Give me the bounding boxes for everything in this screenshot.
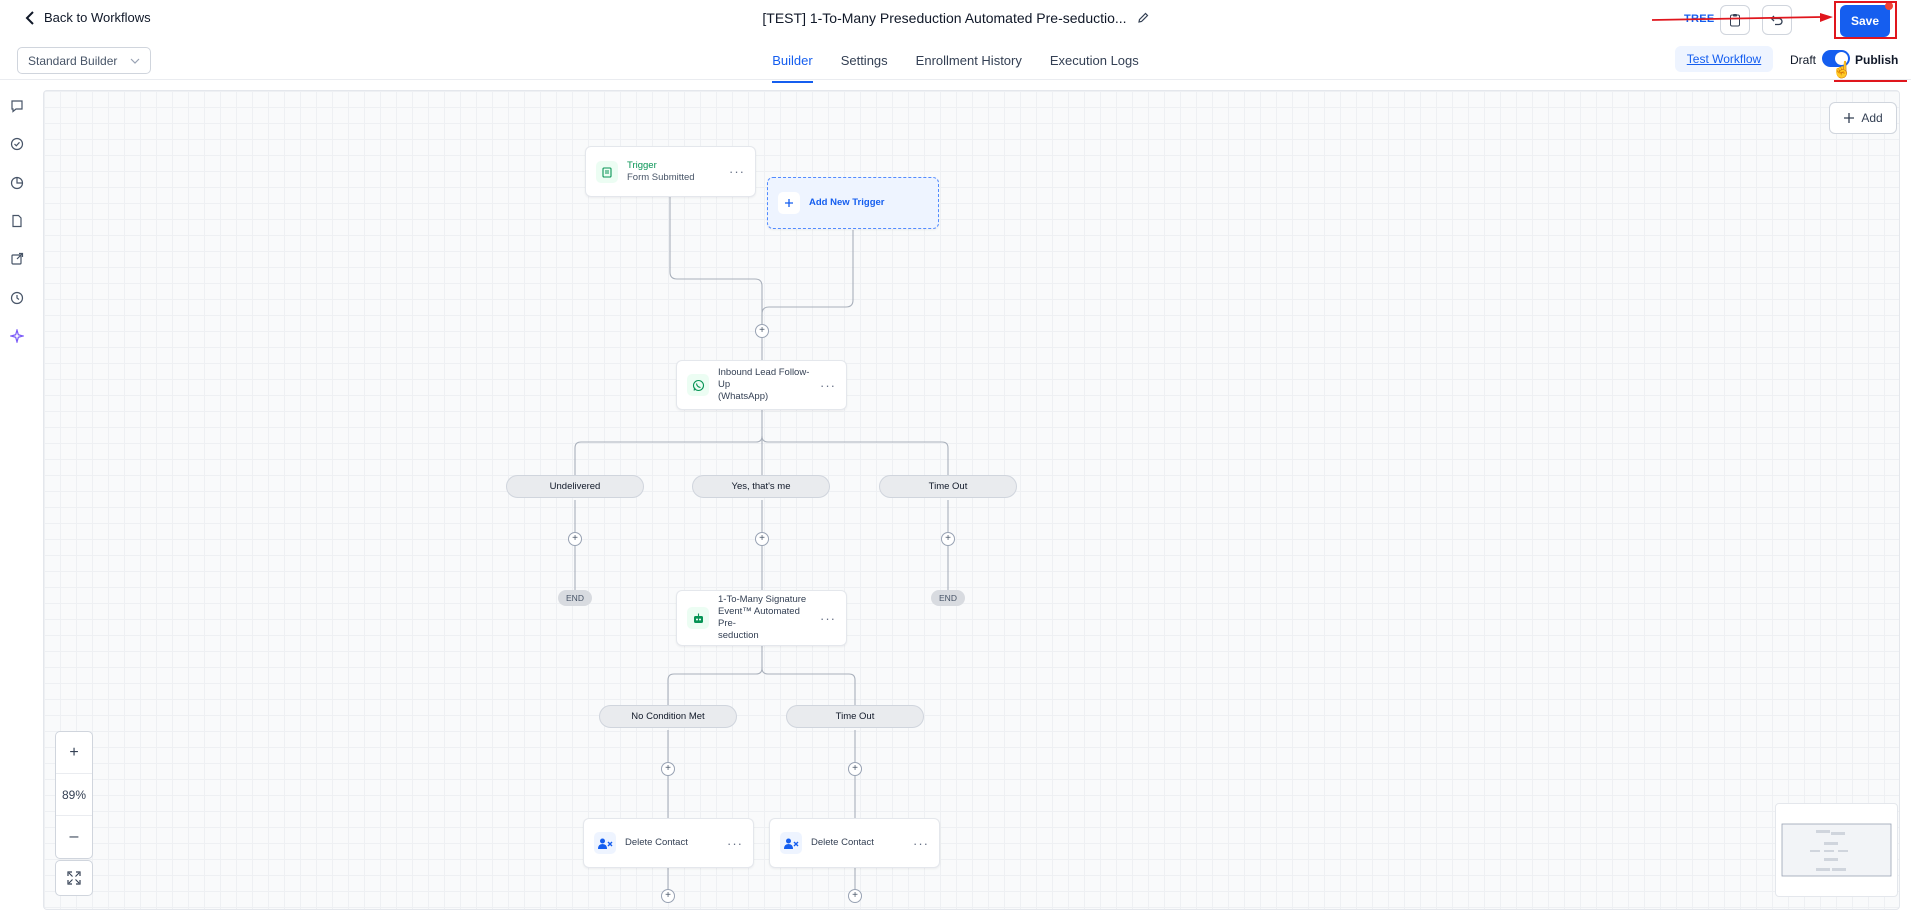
node-menu-icon[interactable]: ··· <box>729 164 745 179</box>
back-label: Back to Workflows <box>44 10 151 25</box>
minimap-preview <box>1781 823 1892 877</box>
action2-line1: 1-To-Many Signature <box>718 594 807 606</box>
insert-step-button[interactable]: + <box>755 532 769 546</box>
action2-line3: seduction <box>718 629 759 641</box>
delete-contact-label: Delete Contact <box>625 837 688 849</box>
left-toolbar <box>0 80 36 912</box>
zoom-out-button[interactable]: – <box>69 828 79 845</box>
builder-type-select[interactable]: Standard Builder <box>17 47 151 74</box>
end-badge: END <box>558 590 592 606</box>
zoom-in-button[interactable]: + <box>56 732 92 774</box>
trigger-subtitle: Form Submitted <box>627 171 695 183</box>
zoom-level: 89% <box>56 774 92 816</box>
check-circle-icon[interactable] <box>8 135 26 153</box>
add-node-button[interactable]: Add <box>1829 102 1897 134</box>
test-workflow-button[interactable]: Test Workflow <box>1675 46 1773 72</box>
pie-chart-icon[interactable] <box>8 174 26 192</box>
user-remove-icon <box>594 832 616 854</box>
add-new-trigger-node[interactable]: Add New Trigger <box>767 177 939 229</box>
insert-step-button[interactable]: + <box>848 762 862 776</box>
back-to-workflows-link[interactable]: Back to Workflows <box>24 10 151 25</box>
plus-icon <box>778 192 800 214</box>
save-button[interactable]: Save <box>1840 5 1890 37</box>
trigger-title: Trigger <box>627 159 657 171</box>
branch-no-condition-met[interactable]: No Condition Met <box>599 705 737 728</box>
branch-time-out[interactable]: Time Out <box>786 705 924 728</box>
whatsapp-icon <box>687 374 709 396</box>
history-icon[interactable] <box>8 289 26 307</box>
draft-label: Draft <box>1790 53 1817 67</box>
ai-bot-action-node[interactable]: 1-To-Many Signature Event™ Automated Pre… <box>676 590 847 646</box>
tab-builder[interactable]: Builder <box>772 53 813 83</box>
insert-step-button[interactable]: + <box>661 762 675 776</box>
chevron-left-icon <box>25 10 34 25</box>
clipboard-icon <box>596 160 618 183</box>
insert-step-button[interactable]: + <box>848 889 862 903</box>
insert-step-button[interactable]: + <box>661 889 675 903</box>
hand-cursor-icon: ☝ <box>1832 62 1852 79</box>
whatsapp-action-node[interactable]: Inbound Lead Follow-Up (WhatsApp) ··· <box>676 360 847 410</box>
user-remove-icon <box>780 832 802 854</box>
insert-step-button[interactable]: + <box>755 324 769 338</box>
comment-icon[interactable] <box>8 97 26 115</box>
workflow-canvas[interactable] <box>43 90 1900 910</box>
expand-icon <box>67 871 81 885</box>
tab-enrollment-history[interactable]: Enrollment History <box>915 53 1022 68</box>
node-menu-icon[interactable]: ··· <box>727 835 743 851</box>
workflow-title: [TEST] 1-To-Many Preseduction Automated … <box>762 10 1127 26</box>
sub-header <box>0 40 1911 80</box>
sparkle-ai-icon[interactable] <box>8 327 26 345</box>
fit-view-button[interactable] <box>55 860 93 896</box>
branch-undelivered[interactable]: Undelivered <box>506 475 644 498</box>
action2-line2: Event™ Automated Pre- <box>718 606 800 629</box>
node-menu-icon[interactable]: ··· <box>820 610 836 626</box>
document-icon[interactable] <box>8 212 26 230</box>
insert-step-button[interactable]: + <box>941 532 955 546</box>
end-badge: END <box>931 590 965 606</box>
delete-contact-node[interactable]: Delete Contact ··· <box>769 818 940 868</box>
minimap[interactable] <box>1775 803 1898 897</box>
delete-contact-label: Delete Contact <box>811 837 874 849</box>
node-menu-icon[interactable]: ··· <box>820 377 836 393</box>
external-link-icon[interactable] <box>8 250 26 268</box>
publish-toggle[interactable] <box>1822 50 1850 67</box>
delete-contact-node[interactable]: Delete Contact ··· <box>583 818 754 868</box>
tab-execution-logs[interactable]: Execution Logs <box>1049 53 1139 68</box>
pencil-icon[interactable] <box>1137 12 1149 24</box>
publish-label: Publish <box>1855 53 1899 67</box>
chevron-down-icon <box>130 58 140 64</box>
action1-line2: (WhatsApp) <box>718 390 769 402</box>
branch-time-out[interactable]: Time Out <box>879 475 1017 498</box>
node-menu-icon[interactable]: ··· <box>913 835 929 851</box>
add-trigger-label: Add New Trigger <box>809 197 885 209</box>
zoom-controls: + 89% – <box>55 731 93 859</box>
add-label: Add <box>1861 111 1883 125</box>
robot-icon <box>687 607 709 629</box>
tab-settings[interactable]: Settings <box>840 53 888 68</box>
plus-icon <box>1844 113 1855 123</box>
action1-line1: Inbound Lead Follow-Up <box>718 367 810 391</box>
insert-step-button[interactable]: + <box>568 532 582 546</box>
unsaved-indicator <box>1885 2 1893 10</box>
trigger-node[interactable]: Trigger Form Submitted ··· <box>585 146 756 197</box>
branch-yes-thats-me[interactable]: Yes, that's me <box>692 475 830 498</box>
builder-select-value: Standard Builder <box>28 53 118 68</box>
